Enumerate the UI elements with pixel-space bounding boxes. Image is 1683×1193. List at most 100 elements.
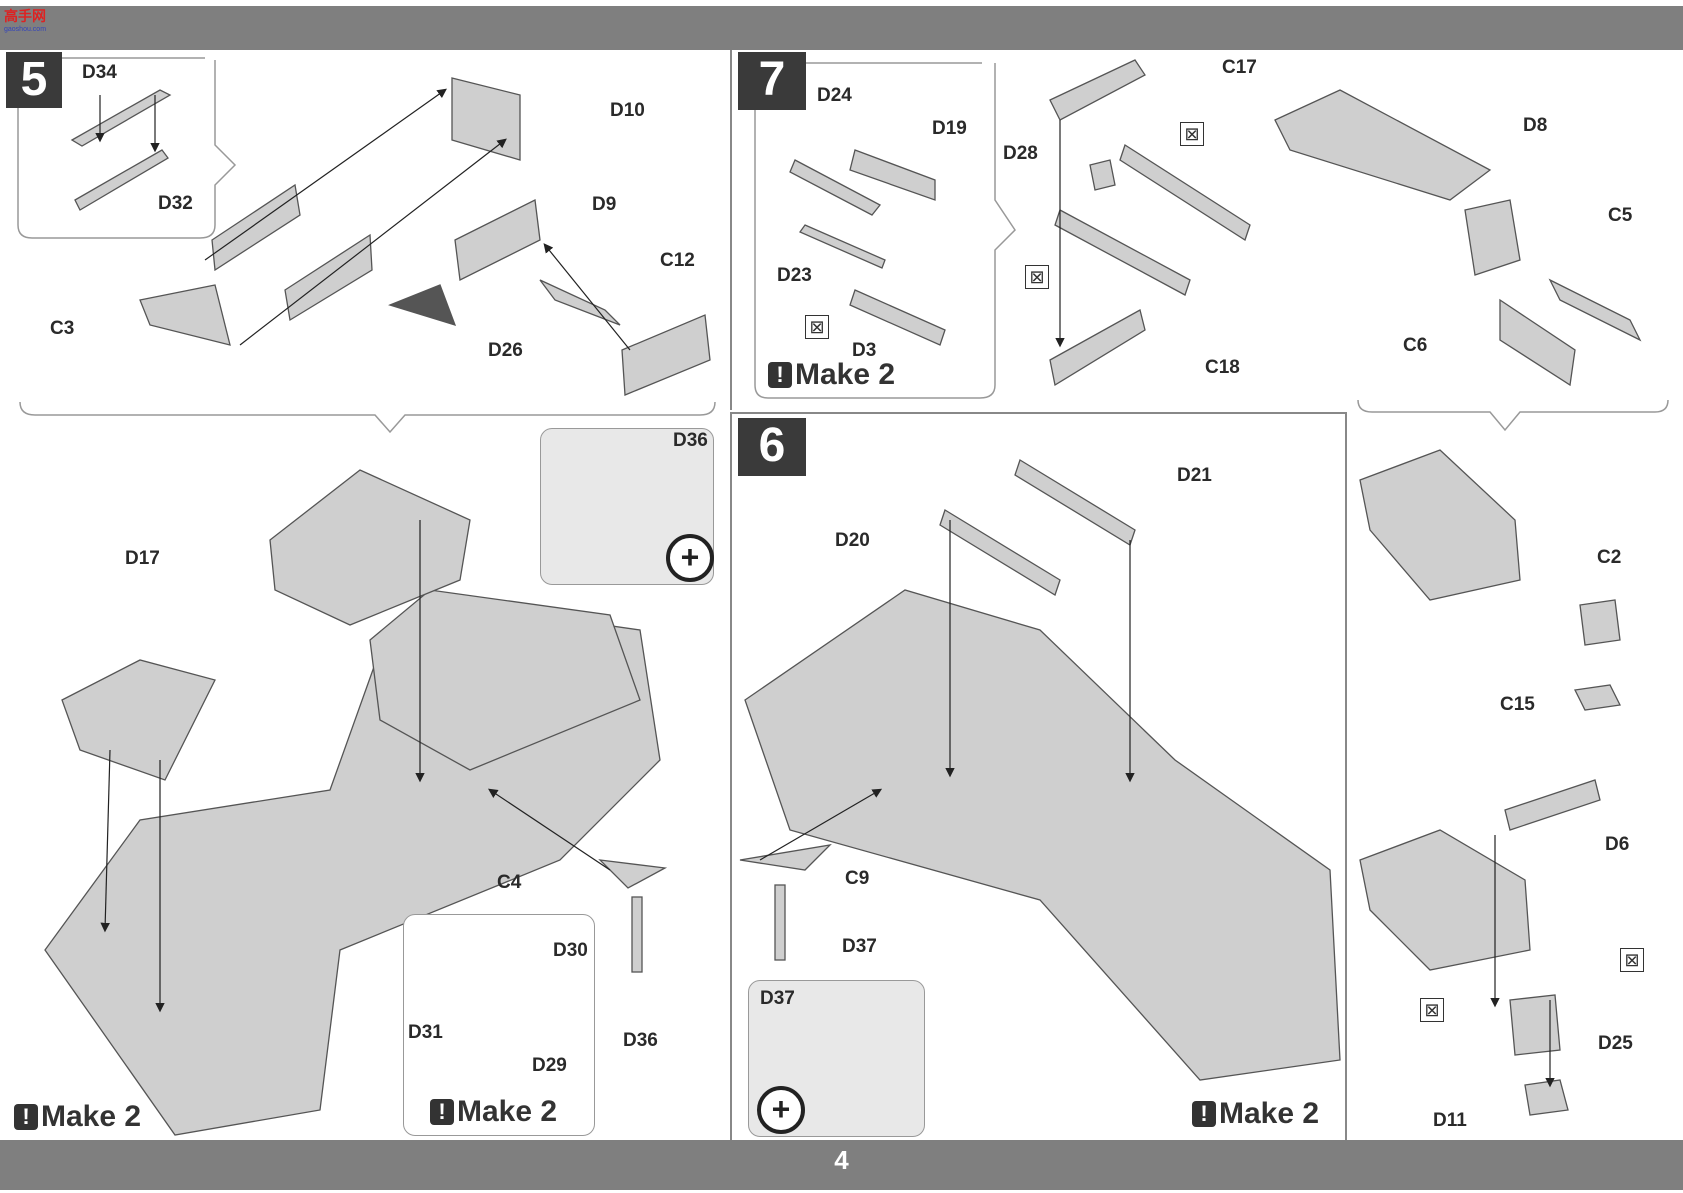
- part-label-d9: D9: [592, 194, 617, 215]
- make-2-step5-inset: !Make 2: [430, 1095, 557, 1129]
- magnify-plus-icon: +: [666, 534, 714, 582]
- exclamation-icon: !: [1192, 1101, 1216, 1127]
- part-label-c18: C18: [1205, 357, 1240, 378]
- part-frame-beam: [211, 183, 301, 272]
- part-d19: [849, 149, 936, 201]
- no-glue-icon: ⊠: [1620, 948, 1644, 972]
- part-label-d6: D6: [1605, 834, 1630, 855]
- part-d9: [454, 199, 541, 281]
- arrow-frame1: [204, 88, 447, 261]
- part-d10: [451, 77, 521, 161]
- make-2-step6: !Make 2: [1192, 1097, 1319, 1131]
- arrow-d17: [100, 749, 111, 933]
- divider-step6-top: [730, 412, 1346, 414]
- part-d24: [789, 159, 881, 216]
- part-d11: [1524, 1079, 1569, 1116]
- part-label-d29: D29: [532, 1055, 567, 1076]
- part-c12: [621, 314, 711, 396]
- part-label-c12: C12: [660, 250, 695, 271]
- part-label-d19: D19: [932, 118, 967, 139]
- part-suspension-assembly2: [1359, 829, 1531, 971]
- part-d21: [1014, 459, 1136, 546]
- part-hull-step6: [744, 589, 1341, 1081]
- part-frame-beam2: [284, 233, 373, 322]
- part-label-d28: D28: [1003, 143, 1038, 164]
- part-label-d21: D21: [1177, 465, 1212, 486]
- part-d17: [61, 659, 216, 781]
- part-d36-strip: [631, 896, 643, 973]
- direction-arrow: [388, 284, 457, 327]
- part-d25: [1509, 994, 1561, 1056]
- part-label-c4: C4: [497, 872, 522, 893]
- part-c3: [139, 284, 231, 346]
- divider-center-bottom: [730, 412, 732, 1140]
- no-glue-icon: ⊠: [805, 315, 829, 339]
- arrow-c12: [543, 243, 631, 351]
- footer-bar: [0, 1140, 1683, 1190]
- part-c15: [1574, 684, 1621, 711]
- part-label-d17: D17: [125, 548, 160, 569]
- part-strut-b: [1054, 209, 1191, 296]
- exclamation-icon: !: [430, 1099, 454, 1125]
- part-c6: [1499, 298, 1576, 387]
- part-d26: [539, 279, 621, 326]
- part-c9: [739, 844, 832, 871]
- part-label-d10: D10: [610, 100, 645, 121]
- part-label-d20: D20: [835, 530, 870, 551]
- part-label-d36-inset: D36: [673, 430, 708, 451]
- step-number-6: 6: [738, 418, 806, 476]
- divider-center-top: [730, 50, 732, 410]
- exclamation-icon: !: [768, 362, 792, 388]
- arrow-c4: [488, 788, 611, 871]
- header-bar: [0, 6, 1683, 50]
- make-2-step7-text: Make 2: [795, 358, 896, 391]
- arrow-frame2: [239, 138, 507, 346]
- make-2-step7: !Make 2: [768, 358, 895, 392]
- magnify-plus-icon: +: [757, 1086, 805, 1134]
- inset-step7: [754, 62, 1016, 399]
- part-label-d37: D37: [842, 936, 877, 957]
- part-d28: [1089, 159, 1116, 191]
- part-label-d3: D3: [852, 340, 877, 361]
- part-d23: [799, 224, 886, 269]
- site-logo-title: 高手网: [4, 8, 46, 24]
- step-number-7: 7: [738, 52, 806, 110]
- inset-d36: +: [540, 428, 714, 585]
- bracket-step5: [19, 401, 716, 434]
- site-logo: 高手网 gaoshou.com: [4, 6, 72, 42]
- part-d37-strip: [774, 884, 786, 961]
- part-label-d11: D11: [1433, 1110, 1467, 1131]
- part-label-d24: D24: [817, 85, 852, 106]
- make-2-step5: !Make 2: [14, 1100, 141, 1134]
- part-label-d37-inset: D37: [760, 988, 795, 1009]
- part-label-c15: C15: [1500, 694, 1535, 715]
- no-glue-icon: ⊠: [1420, 998, 1444, 1022]
- part-label-d32: D32: [158, 193, 193, 214]
- exclamation-icon: !: [14, 1104, 38, 1130]
- part-label-d36: D36: [623, 1030, 658, 1051]
- part-c5: [1548, 278, 1642, 342]
- part-label-d26: D26: [488, 340, 523, 361]
- part-label-d25: D25: [1598, 1033, 1633, 1054]
- part-d20: [939, 509, 1061, 596]
- part-d3: [849, 289, 946, 346]
- part-c17: [1049, 59, 1146, 121]
- bracket-step7: [1357, 399, 1669, 432]
- part-d6: [1504, 779, 1601, 831]
- part-c2: [1579, 599, 1621, 646]
- part-strut-a: [1119, 144, 1251, 241]
- part-label-c6: C6: [1403, 335, 1428, 356]
- part-c4: [598, 859, 668, 889]
- make-2-step5-text: Make 2: [41, 1100, 142, 1133]
- part-d8: [1464, 199, 1521, 276]
- part-label-d31: D31: [408, 1022, 443, 1043]
- part-label-d8: D8: [1523, 115, 1548, 136]
- arrow-c9: [759, 788, 883, 861]
- part-label-c3: C3: [50, 318, 75, 339]
- part-label-c17: C17: [1222, 57, 1257, 78]
- part-label-d23: D23: [777, 265, 812, 286]
- make-2-step5-inset-text: Make 2: [457, 1095, 558, 1128]
- part-label-c5: C5: [1608, 205, 1633, 226]
- part-d34: [70, 89, 172, 147]
